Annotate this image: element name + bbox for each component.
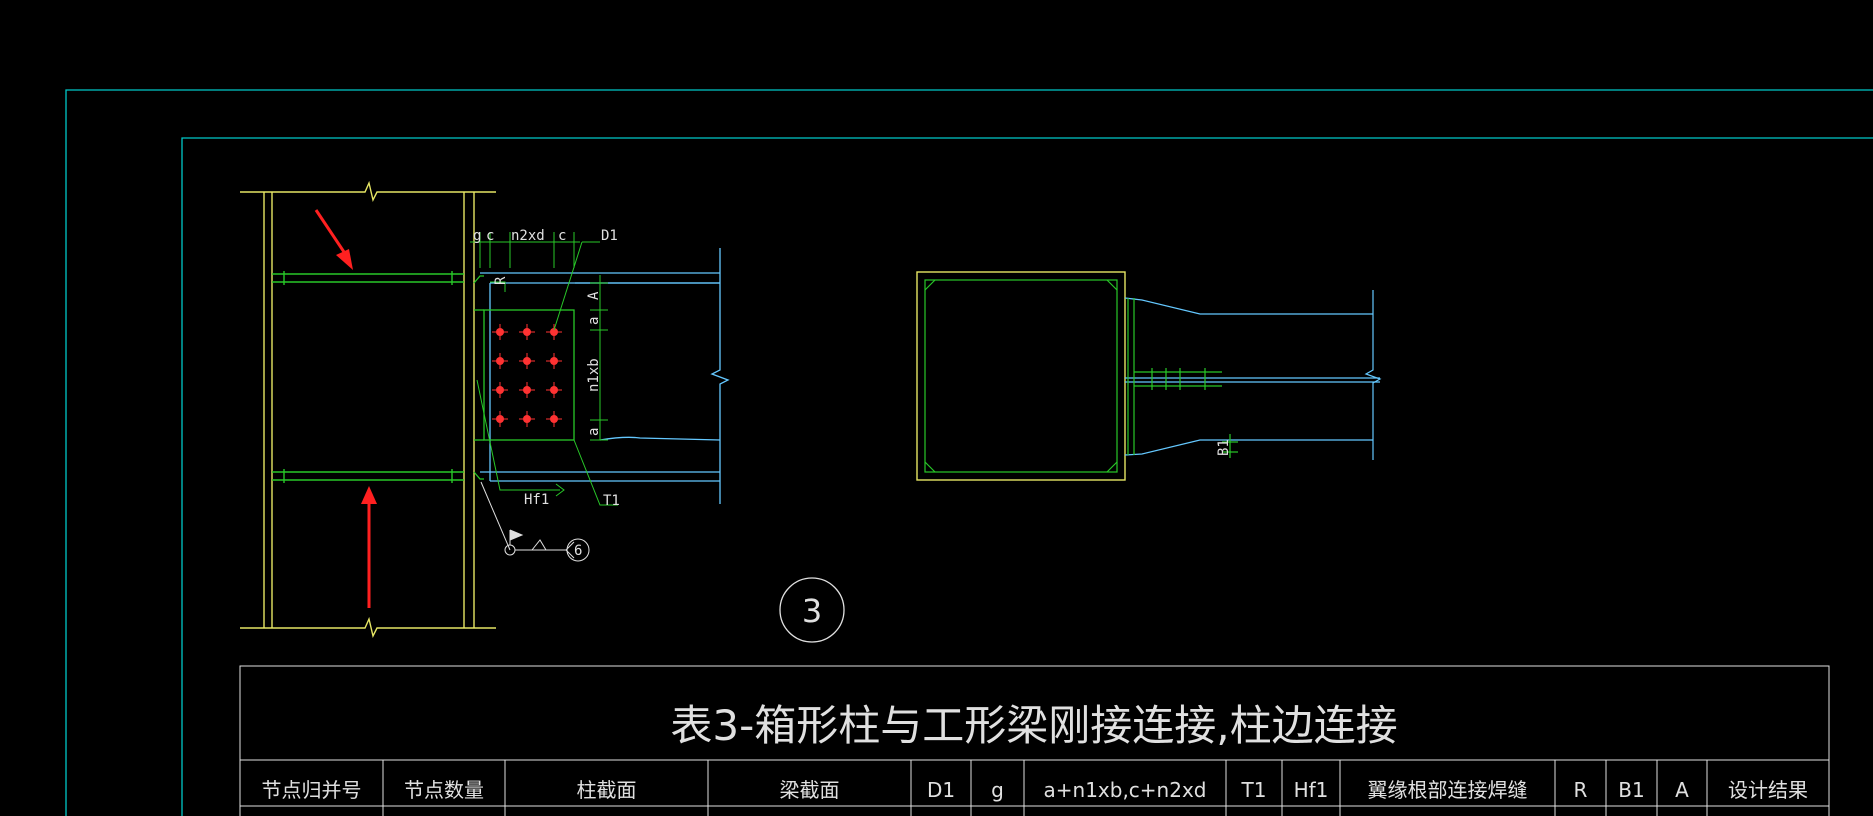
table-title: 表3-箱形柱与工形梁刚接连接,柱边连接 <box>670 701 1397 750</box>
design-table: 表3-箱形柱与工形梁刚接连接,柱边连接 节点归并号 节点数量 柱截面 梁截面 D1 g a+… <box>239 665 1830 816</box>
elevation-view: g c n2xd c D1 Hf1 T1 6 R A a n1xb a <box>240 180 730 639</box>
beam-plan <box>1124 290 1382 460</box>
weld-size-label: 6 <box>574 543 582 559</box>
detail-number: 3 <box>802 592 822 630</box>
dim-label-d1: D1 <box>601 228 618 244</box>
column-stiffeners <box>272 271 464 483</box>
table-header-cell: T1 <box>1241 778 1267 802</box>
break-line-icon <box>710 248 730 504</box>
table-header-cell: 节点归并号 <box>262 778 362 802</box>
break-line-icon <box>1364 290 1382 460</box>
box-column-plan <box>916 271 1126 481</box>
bolt-icon <box>492 353 508 369</box>
bolt-icon <box>546 353 562 369</box>
dim-label-c: c <box>558 228 566 244</box>
dim-label-r: R <box>493 276 509 285</box>
bolt-icon <box>492 411 508 427</box>
table-header-cell: A <box>1675 778 1689 802</box>
table-header-cell: 设计结果 <box>1728 778 1808 802</box>
table-header-cell: 梁截面 <box>780 778 840 802</box>
bolt-icon <box>546 411 562 427</box>
bolt-icon <box>492 382 508 398</box>
bolt-icon <box>546 324 562 340</box>
bolt-icon <box>519 353 535 369</box>
dim-label-a: a <box>586 428 602 436</box>
inner-frame <box>181 137 1873 816</box>
bolt-icon <box>519 382 535 398</box>
dim-label-n2xd: n2xd <box>511 228 545 244</box>
break-line-icon <box>240 616 496 639</box>
break-line-icon <box>240 180 496 203</box>
i-beam <box>480 248 730 504</box>
plan-view: B1 <box>916 271 1382 481</box>
red-arrow-icon <box>314 209 353 270</box>
table-grid <box>239 665 1830 816</box>
bolt-icon <box>519 324 535 340</box>
bolt-icon <box>492 324 508 340</box>
table-header-cell: Hf1 <box>1294 778 1329 802</box>
weld-symbol-icon <box>480 481 590 562</box>
dim-label-n1xb: n1xb <box>586 358 602 392</box>
dim-label-a-upper: A <box>586 291 602 300</box>
dimension-lines <box>470 232 618 506</box>
table-header-cell: R <box>1574 778 1588 802</box>
dim-label-b1: B1 <box>1216 439 1232 456</box>
red-arrow-icon <box>361 486 377 608</box>
drawing-frames <box>65 89 1873 816</box>
box-column <box>240 180 496 639</box>
dim-label-a: a <box>586 317 602 325</box>
bolt-icon <box>519 411 535 427</box>
dim-label-hf1: Hf1 <box>524 492 549 508</box>
table-header-cell: D1 <box>927 778 955 802</box>
bolt-icon <box>546 382 562 398</box>
plan-plates <box>1127 298 1238 458</box>
shear-plate <box>473 275 575 480</box>
table-header-cell: a+n1xb,c+n2xd <box>1044 778 1207 802</box>
dim-label-t1: T1 <box>603 493 620 509</box>
outer-frame <box>65 89 1873 816</box>
table-header-cell: 翼缘根部连接焊缝 <box>1368 778 1528 802</box>
table-header-cell: B1 <box>1618 778 1644 802</box>
table-header-cell: 柱截面 <box>577 778 637 802</box>
table-header-cell: g <box>991 778 1004 802</box>
dim-label-c: c <box>486 228 494 244</box>
detail-number-bubble: 3 <box>779 577 845 643</box>
table-header-cell: 节点数量 <box>404 778 484 802</box>
dim-label-g: g <box>473 228 481 244</box>
bolt-grid <box>492 324 562 427</box>
